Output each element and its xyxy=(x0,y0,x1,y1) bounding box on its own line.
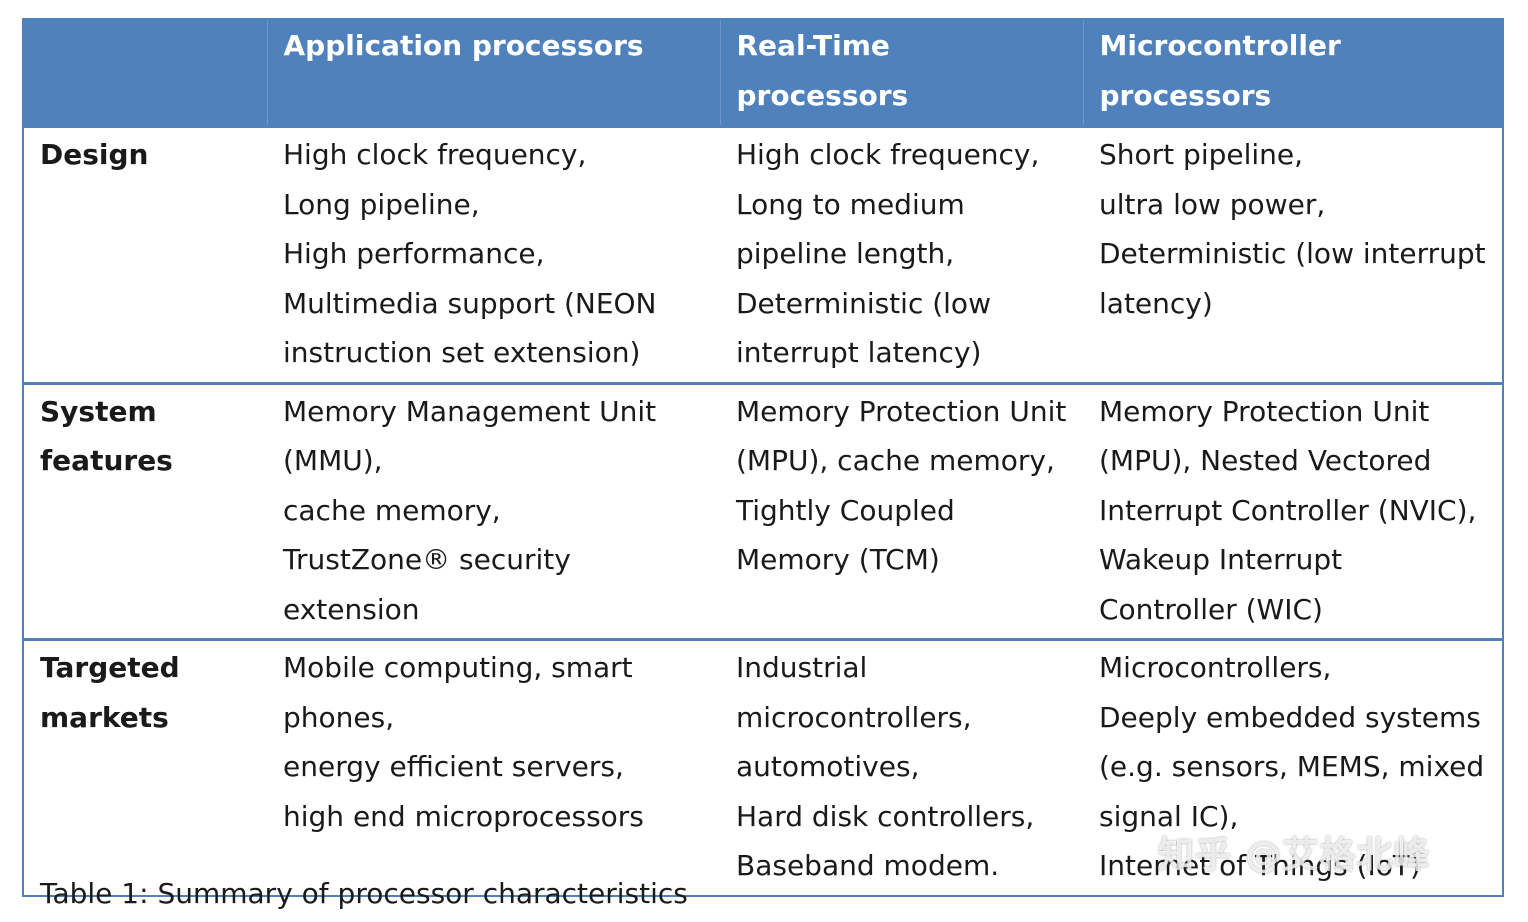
processor-comparison-table: Application processors Real-Time process… xyxy=(22,18,1504,897)
table-header-row: Application processors Real-Time process… xyxy=(23,19,1503,127)
header-empty-cell xyxy=(23,19,267,127)
watermark: 知乎 @艾格北峰 xyxy=(1158,835,1431,876)
header-microcontroller-processors: Microcontroller processors xyxy=(1082,19,1503,127)
table-row-design: Design High clock frequency, Long pipeli… xyxy=(23,125,1503,383)
row-label-targeted-markets: Targeted markets xyxy=(23,638,267,896)
cell-markets-microcontroller: Microcontrollers, Deeply embedded system… xyxy=(1083,638,1503,896)
cell-markets-application: Mobile computing, smart phones, energy e… xyxy=(267,638,720,896)
header-application-processors: Application processors xyxy=(266,19,720,127)
row-label-system-features: System features xyxy=(23,381,267,640)
table-row-system-features: System features Memory Management Unit (… xyxy=(23,381,1503,640)
cell-design-real-time: High clock frequency, Long to medium pip… xyxy=(720,125,1083,383)
cell-design-microcontroller: Short pipeline, ultra low power, Determi… xyxy=(1083,125,1503,383)
cell-features-real-time: Memory Protection Unit (MPU), cache memo… xyxy=(720,381,1083,640)
cell-design-application: High clock frequency, Long pipeline, Hig… xyxy=(267,125,720,383)
row-label-design: Design xyxy=(23,125,267,383)
cell-features-application: Memory Management Unit (MMU), cache memo… xyxy=(267,381,720,640)
header-real-time-processors: Real-Time processors xyxy=(719,19,1083,127)
cell-markets-real-time: Industrial microcontrollers, automotives… xyxy=(720,638,1083,896)
cell-features-microcontroller: Memory Protection Unit (MPU), Nested Vec… xyxy=(1083,381,1503,640)
table-caption: Table 1: Summary of processor characteri… xyxy=(40,877,688,910)
table-row-targeted-markets: Targeted markets Mobile computing, smart… xyxy=(23,638,1503,896)
